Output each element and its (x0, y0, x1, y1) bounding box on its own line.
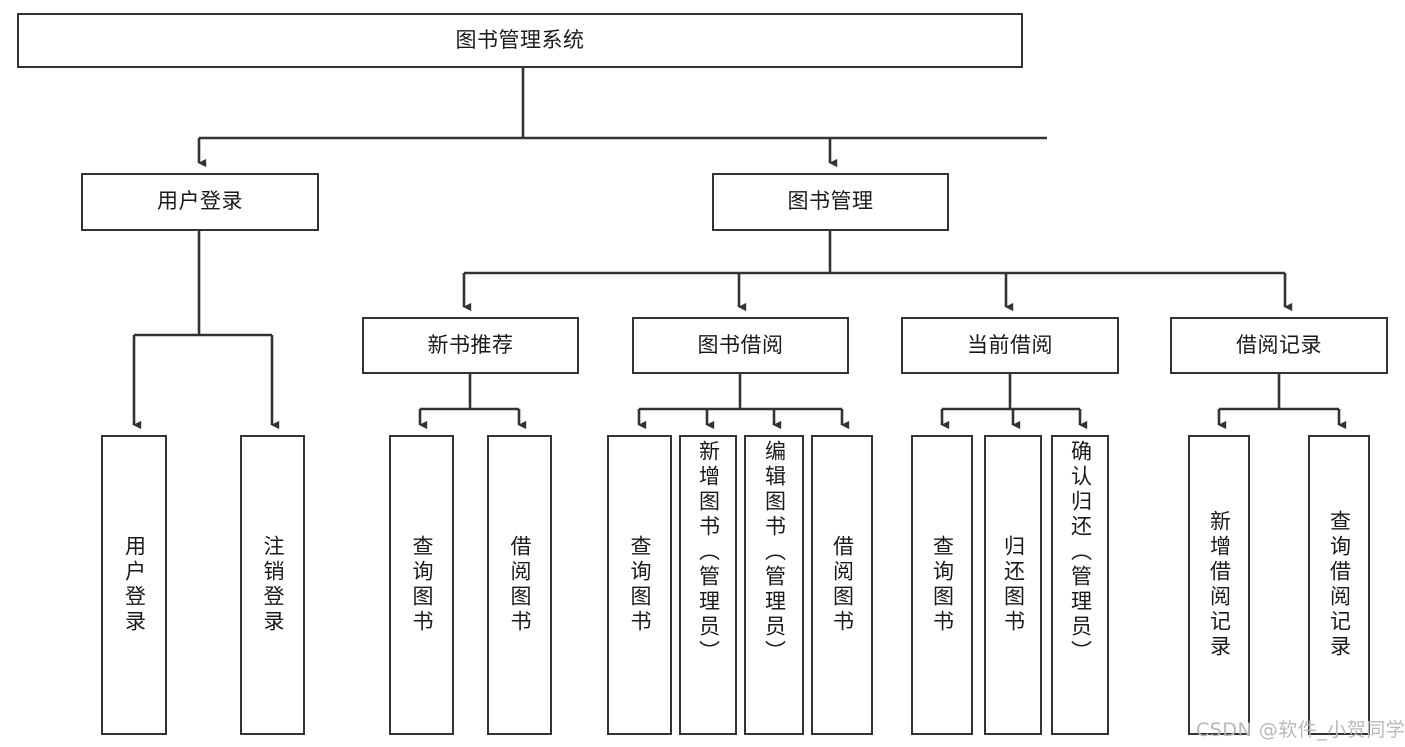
leaf-edit-book-admin[interactable]: 编辑图书（管理员） (744, 435, 804, 735)
leaf-label: 查询图书 (410, 535, 434, 635)
node-current-borrow-label: 当前借阅 (967, 332, 1053, 357)
node-book-management-label: 图书管理 (787, 189, 874, 214)
node-book-borrow[interactable]: 图书借阅 (632, 317, 849, 374)
node-new-book-recommend-label: 新书推荐 (427, 332, 514, 357)
leaf-query-book-borrow[interactable]: 查询图书 (607, 435, 672, 735)
leaf-borrow-book[interactable]: 借阅图书 (811, 435, 873, 735)
leaf-query-borrow-record[interactable]: 查询借阅记录 (1308, 435, 1370, 735)
leaf-label: 查询借阅记录 (1327, 510, 1352, 660)
node-root-label: 图书管理系统 (455, 27, 585, 52)
node-book-management[interactable]: 图书管理 (712, 173, 949, 231)
leaf-label: 编辑图书（管理员） (762, 440, 787, 665)
leaf-label: 借阅图书 (830, 535, 855, 635)
node-borrow-record[interactable]: 借阅记录 (1170, 317, 1388, 374)
leaf-confirm-return-admin[interactable]: 确认归还（管理员） (1051, 435, 1109, 735)
node-book-borrow-label: 图书借阅 (697, 332, 784, 357)
leaf-user-login[interactable]: 用户登录 (101, 435, 167, 735)
leaf-label: 新增图书（管理员） (696, 440, 721, 665)
node-borrow-record-label: 借阅记录 (1236, 332, 1322, 357)
leaf-label: 注销登录 (261, 535, 285, 635)
leaf-label: 归还图书 (1001, 535, 1026, 635)
node-new-book-recommend[interactable]: 新书推荐 (362, 317, 579, 374)
leaf-label: 查询图书 (930, 535, 955, 635)
leaf-label: 用户登录 (122, 535, 147, 635)
leaf-logout[interactable]: 注销登录 (240, 435, 305, 735)
csdn-watermark: CSDN @软件_小贺同学 (1196, 719, 1405, 741)
leaf-query-book-new[interactable]: 查询图书 (389, 435, 454, 735)
leaf-add-book-admin[interactable]: 新增图书（管理员） (679, 435, 737, 735)
leaf-label: 新增借阅记录 (1207, 510, 1232, 660)
leaf-borrow-book-new[interactable]: 借阅图书 (487, 435, 552, 735)
node-current-borrow[interactable]: 当前借阅 (901, 317, 1119, 374)
leaf-label: 借阅图书 (508, 535, 532, 635)
leaf-label: 查询图书 (628, 535, 652, 635)
node-user-login-label: 用户登录 (157, 189, 243, 214)
leaf-query-book-current[interactable]: 查询图书 (911, 435, 973, 735)
leaf-label: 确认归还（管理员） (1068, 440, 1093, 665)
node-user-login[interactable]: 用户登录 (81, 173, 319, 231)
leaf-return-book[interactable]: 归还图书 (984, 435, 1042, 735)
leaf-add-borrow-record[interactable]: 新增借阅记录 (1188, 435, 1250, 735)
node-root-system[interactable]: 图书管理系统 (17, 13, 1023, 68)
